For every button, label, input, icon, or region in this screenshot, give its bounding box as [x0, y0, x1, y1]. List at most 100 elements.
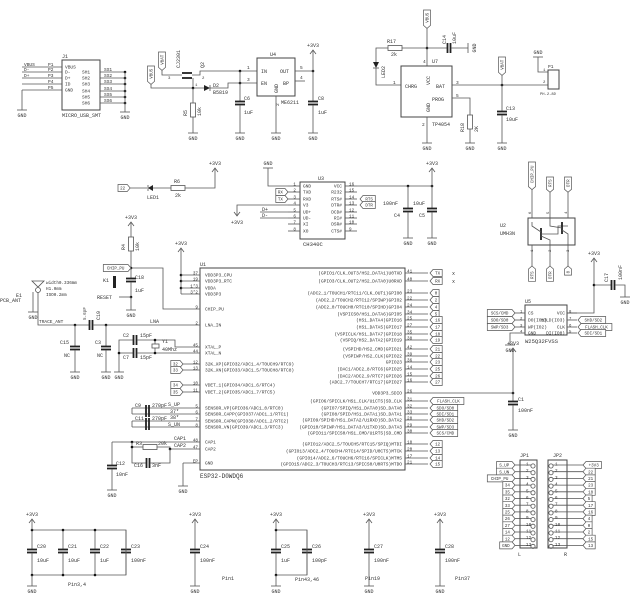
schematic-label: (DAC2/ADC2_9/RTC7)GPIO26	[337, 374, 402, 380]
schematic-label: (GPIO14/ADC2_6/TOUCH6/RTC16/SPICLK)MTMS	[297, 456, 403, 462]
schematic-label: width0.336mm	[46, 281, 77, 286]
schematic-label: 19	[193, 277, 199, 282]
schematic-label: 2K	[474, 126, 480, 132]
power-label: +3V3	[231, 220, 243, 226]
schematic-label: 35	[407, 330, 413, 335]
schematic-label: R18	[460, 123, 466, 132]
schematic-label: 28	[407, 416, 413, 421]
schematic-label: R4	[121, 244, 127, 250]
ground-label: GND	[271, 136, 280, 142]
schematic-label: (GPIO15/ADC2_3/TOUCH3/RTC13/SPICS0/U0RTS…	[280, 462, 402, 468]
header-flag	[502, 521, 516, 530]
schematic-label: 47	[193, 445, 199, 450]
schematic-label: VDDA	[205, 286, 216, 292]
schematic-label: VDD3P3_RTC	[205, 279, 232, 285]
schematic-label: 3	[520, 324, 523, 328]
vbat-flag-label: VBAT	[162, 54, 166, 65]
header-flag-label: +3V3	[589, 465, 600, 469]
schematic-label: 2	[520, 317, 523, 321]
schematic-label: 3*2	[190, 290, 198, 295]
schematic-label: GND	[303, 184, 311, 190]
header-flag-label: 4	[588, 518, 591, 522]
schematic-label: 11	[526, 530, 532, 535]
header-flag-label: 17	[588, 505, 594, 509]
ground-label: GND	[27, 589, 36, 595]
power-label: +3V3	[26, 512, 38, 518]
schematic-label: 23	[407, 289, 413, 294]
schematic-label: (GPIO1/CLK_OUT3/HS2_DATA1)U0TXD	[318, 271, 402, 277]
wire	[541, 225, 568, 235]
schematic-label: (VSPICS0/HS1_DATA6)GPIO5	[337, 312, 402, 318]
wire	[561, 229, 569, 245]
power-label: +3V3	[426, 161, 438, 167]
schematic-label: NC	[97, 353, 103, 359]
schematic-label: 29	[407, 423, 413, 428]
schematic-label: 2	[543, 81, 546, 85]
schematic-label: 38	[407, 336, 413, 341]
schematic-label: R6	[174, 179, 180, 185]
usb-connector-j1	[61, 59, 101, 111]
schematic-label: CAP2	[174, 443, 186, 449]
gpio-flag-label: SHD/SD2	[437, 419, 455, 424]
schematic-label: (GPIO9/SPIHD/HS1_DATA2/U1RXD)SD_DATA2	[302, 418, 402, 424]
schematic-label: BAT	[436, 84, 445, 90]
schematic-label: NC	[64, 353, 70, 359]
ground-label: GND	[364, 589, 373, 595]
schematic-label: 15pF	[140, 355, 152, 361]
schematic-label: C8	[318, 96, 324, 102]
header-flag	[502, 534, 516, 543]
schematic-label: TXD	[303, 190, 311, 196]
schematic-label: DCD#	[331, 210, 342, 216]
header-pin	[530, 530, 536, 536]
schematic-label: (GPIO13/ADC2_4/TOUCH4/RTC14/SPID/U0CTS)M…	[286, 449, 402, 455]
schematic-label: XI	[303, 222, 309, 228]
schematic-label: 100nF	[374, 558, 389, 564]
header-flag	[502, 528, 516, 536]
no-connect-mark: x	[452, 271, 455, 277]
schematic-label: C16	[134, 463, 143, 469]
flash-flag	[486, 323, 516, 331]
gpio-flag-label: 18	[435, 334, 441, 338]
schematic-label: Q2	[200, 62, 206, 68]
schematic-label: 1	[531, 249, 535, 252]
junction-dot	[93, 528, 97, 532]
schematic-label: GND	[65, 88, 73, 94]
header-flag-label: S_UP	[499, 465, 510, 469]
net-label: D+	[24, 73, 30, 79]
schematic-label: R232	[331, 190, 342, 196]
chip-pu-flag-label: CHIP_PU	[107, 268, 125, 272]
schematic-label: C9	[135, 403, 141, 409]
power-label: +3V3	[363, 512, 375, 518]
wire	[192, 70, 257, 76]
schematic-label: C23	[131, 544, 140, 550]
wire	[131, 442, 146, 464]
no-connect-mark: x	[452, 279, 455, 285]
header-flag	[496, 467, 516, 476]
header-pin	[530, 463, 536, 469]
ground-label: GND	[465, 146, 474, 152]
schematic-label: C22	[100, 544, 109, 550]
header-pin	[548, 476, 554, 482]
schematic-label: SH5	[82, 95, 90, 101]
schematic-label: P3	[48, 73, 54, 79]
gpio-flag-label: SDI/SD1	[437, 413, 455, 418]
schematic-label: U7	[432, 59, 438, 65]
header-pin	[548, 543, 554, 549]
junction-dot	[93, 573, 97, 577]
gpio-flag-label: 35	[173, 392, 179, 396]
schematic-label: U1	[200, 262, 206, 268]
header-flag	[502, 501, 516, 510]
schematic-label: 2k	[175, 193, 181, 199]
gpio-flag-label: SWP/SD3	[437, 426, 455, 431]
schematic-label: 45	[193, 343, 199, 348]
schematic-label: 15pF	[140, 333, 152, 339]
flash-flag	[486, 316, 516, 324]
schematic-label: 6	[526, 496, 529, 501]
schematic-label: 2	[526, 469, 529, 474]
header-flag-label: 0	[588, 525, 591, 529]
schematic-label: Pin37	[455, 576, 470, 582]
power-label: +3V3	[270, 512, 282, 518]
schematic-label: 22	[407, 296, 413, 301]
gpio-flag	[170, 381, 184, 389]
schematic-label: 1uF	[135, 288, 144, 294]
